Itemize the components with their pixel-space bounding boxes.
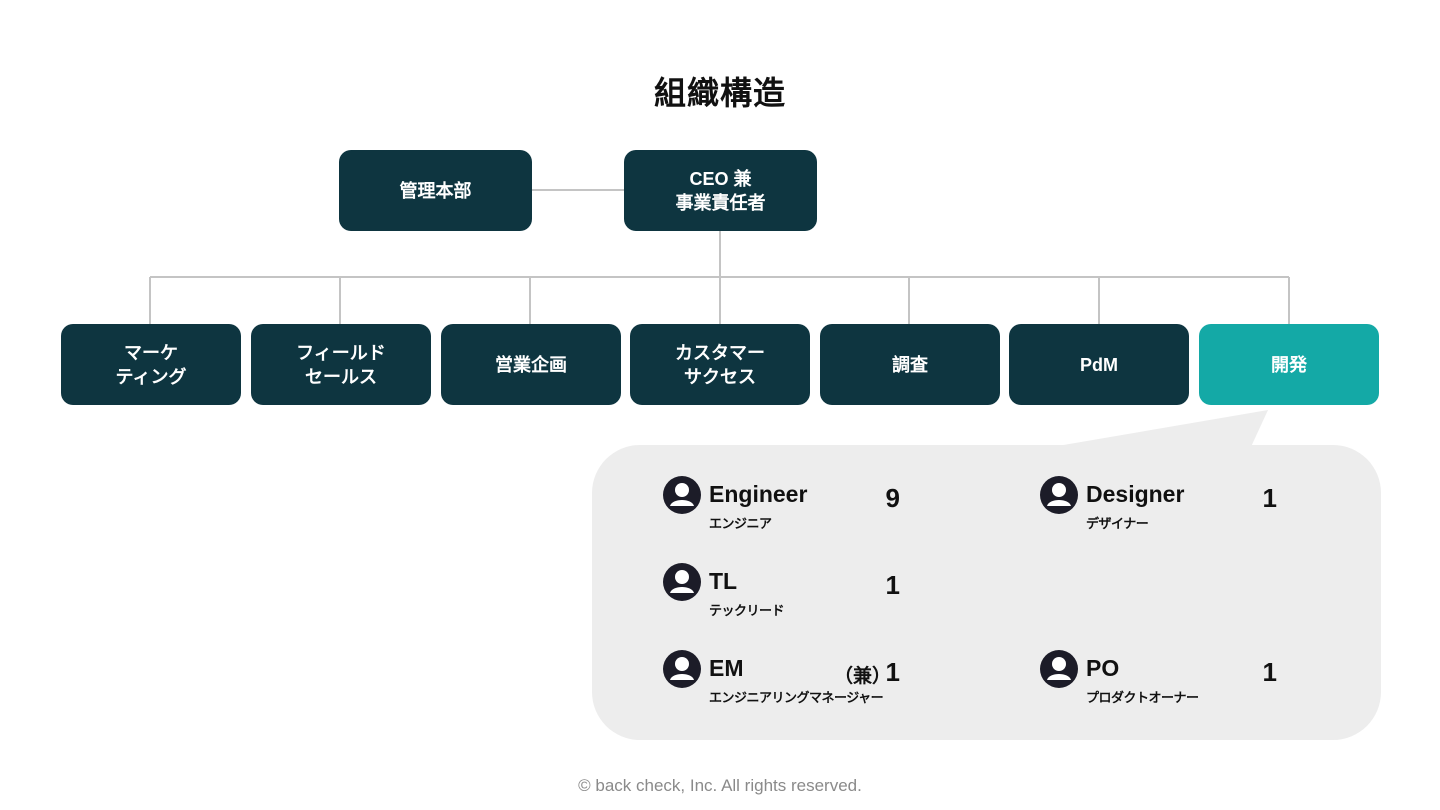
role-kana: プロダクトオーナー	[1086, 690, 1199, 705]
admin-division-box: 管理本部	[339, 150, 532, 231]
role-count: 9	[885, 483, 900, 513]
person-icon	[663, 476, 701, 514]
dept-research-box: 調査	[820, 324, 1000, 405]
role-count: 1	[885, 570, 900, 600]
role-concurrent-note: （兼）	[834, 666, 892, 687]
role-name: Designer	[1086, 481, 1185, 507]
role-kana: デザイナー	[1086, 516, 1149, 531]
person-icon	[1040, 650, 1078, 688]
role-kana: エンジニアリングマネージャー	[709, 690, 884, 705]
dept-customer-success-box: カスタマー サクセス	[630, 324, 810, 405]
dept-pdm-box: PdM	[1009, 324, 1189, 405]
dept-development-box: 開発	[1199, 324, 1379, 405]
dept-sales-planning-box: 営業企画	[441, 324, 621, 405]
dept-marketing-box: マーケ ティング	[61, 324, 241, 405]
copyright-footer: © back check, Inc. All rights reserved.	[578, 776, 862, 795]
role-name: TL	[709, 568, 738, 594]
dept-field-sales-box: フィールド セールス	[251, 324, 431, 405]
role-count: 1	[1262, 483, 1277, 513]
person-icon	[663, 650, 701, 688]
page-title: 組織構造	[653, 75, 786, 111]
development-detail-bubble	[592, 445, 1381, 740]
role-name: EM	[709, 655, 744, 681]
person-icon	[663, 563, 701, 601]
role-count: 1	[885, 657, 900, 687]
role-name: PO	[1086, 655, 1120, 681]
role-name: Engineer	[709, 481, 808, 507]
role-kana: テックリード	[709, 603, 785, 618]
role-kana: エンジニア	[709, 516, 772, 531]
person-icon	[1040, 476, 1078, 514]
ceo-box: CEO 兼 事業責任者	[624, 150, 817, 231]
role-count: 1	[1262, 657, 1277, 687]
